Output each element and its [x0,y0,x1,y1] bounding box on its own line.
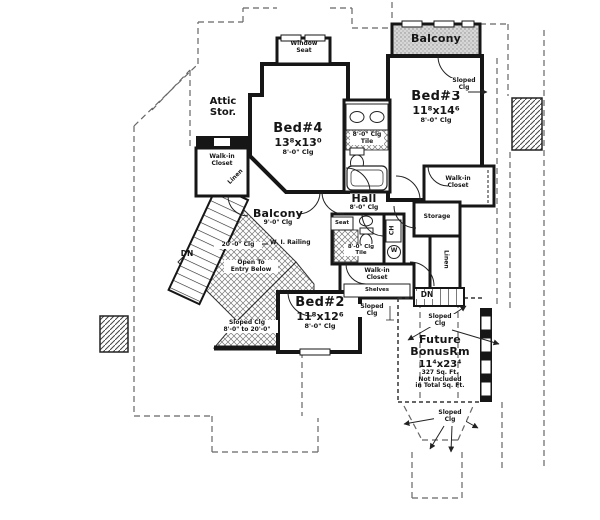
bed3-label: Bed#3 11⁸x14⁶ 8'-0" Clg [392,89,480,124]
bed3-walkin-closet-label: Walk-in Closet [445,175,471,189]
bed3-name: Bed#3 [411,89,461,104]
bed3-sloped-ceiling-note: Sloped Clg [448,77,480,92]
hall-ceiling: 8'-0" Clg [349,204,379,212]
shelves-sloped-ceiling-note: Sloped Clg [356,303,388,318]
hall-name: Hall [351,192,377,205]
balcony-top-label: Balcony [410,32,462,45]
bed2-name: Bed#2 [295,295,345,310]
entry-sloped-ceiling-note: Sloped Clg 8'-0" to 20'-0" [216,319,278,334]
bonus-room-outline [397,297,492,403]
roof-outline-dashed [133,2,545,499]
roof-sloped-ceiling-note: Sloped Clg [434,409,466,424]
shelves-label: Shelves [364,287,390,293]
bath-fixtures [330,103,489,298]
shower-seat-label: Seat [334,220,350,226]
hall-label: Hall 8'-0" Clg [340,192,388,212]
bonus-room-label: Future BonusRm 11⁴x23⁴ 327 Sq. Ft. Not I… [398,333,482,390]
hall-linen-label: Linen [442,250,450,269]
bed2-dims: 11⁸x12⁶ [296,309,344,323]
ceiling-20ft-note: 20'-0" Clg [214,241,262,249]
open-to-entry-note: Open To Entry Below [224,259,278,274]
railing-note: W. I. Railing [270,239,311,246]
windows [280,20,475,356]
storage-label: Storage [423,213,451,220]
chimney-left [99,315,129,353]
stairs-down-label: DN [180,249,194,258]
washer-label: W [390,247,398,254]
bed3-ceiling: 8'-0" Clg [420,115,452,124]
bed2-walkin-closet-label: Walk-in Closet [364,267,390,281]
bed2-label: Bed#2 11⁸x12⁶ 8'-0" Clg [276,295,364,330]
bath2-note: 8'-0" Clg Tile [344,244,378,257]
bed4-walkin-closet-label: Walk-in Closet [209,153,235,167]
bonus-dims: 11⁴x23⁴ [418,358,462,370]
window-seat-label: Window Seat [290,40,318,54]
bonus-stairs-down-label: DN [416,290,438,300]
chimney-right [511,97,543,151]
bonus-sloped-ceiling-note: Sloped Clg [424,313,456,328]
bed4-ceiling: 8'-0" Clg [282,147,314,156]
attic-storage-label: Attic Stor. [209,96,237,119]
annotation-arrows [250,89,500,453]
inner-balcony-label: Balcony 9'-0" Clg [252,207,304,227]
bed3-dims: 11⁸x14⁶ [412,103,460,117]
chute-label: CH [388,225,396,236]
bed4-dims: 13⁸x13⁰ [274,135,322,149]
master-bath-note: 8'-0" Clg Tile [350,131,384,146]
bed2-ceiling: 8'-0" Clg [304,321,336,330]
bed4-name: Bed#4 [273,121,323,136]
bed4-label: Bed#4 13⁸x13⁰ 8'-0" Clg [252,121,344,156]
